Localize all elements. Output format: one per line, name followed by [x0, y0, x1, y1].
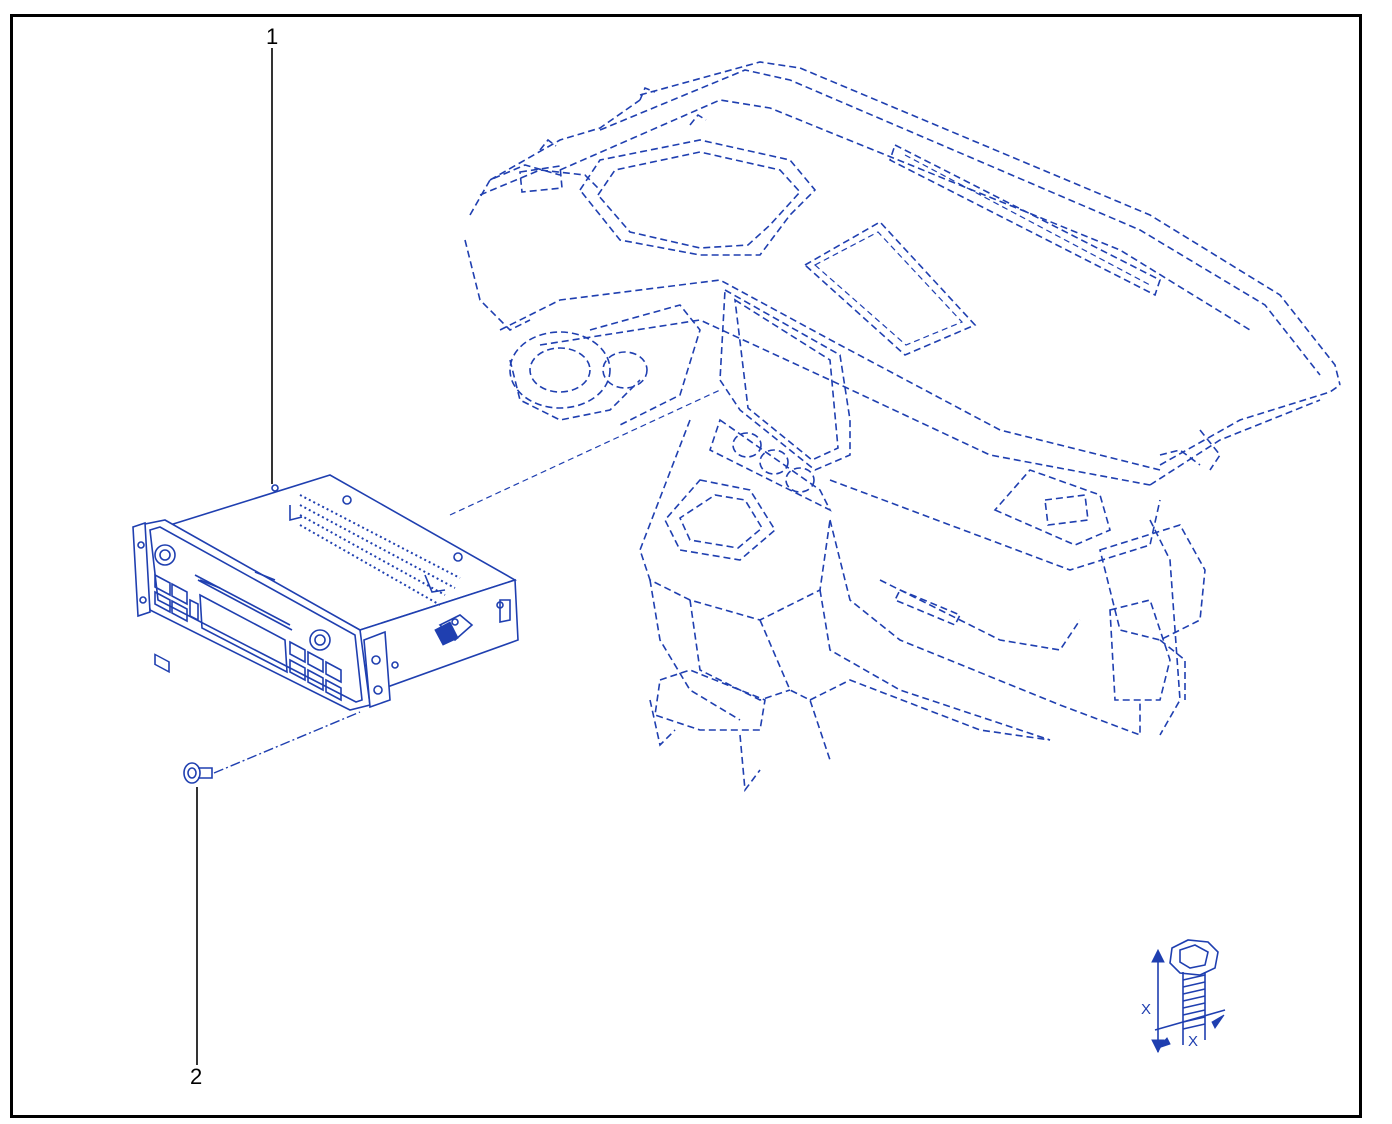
screw: [183, 762, 213, 784]
dashboard-outline: [464, 61, 1341, 793]
button-cluster-right: [289, 640, 342, 702]
screw-axis: [213, 711, 361, 774]
button-cluster-left: [154, 573, 199, 674]
thread-length-symbol: X X: [1141, 939, 1226, 1054]
callout-1: 1: [266, 24, 279, 49]
thread-label-x-horizontal: X: [1188, 1033, 1198, 1050]
install-path: [449, 389, 721, 516]
callout-2: 2: [190, 1064, 203, 1089]
radio-unit: [132, 474, 519, 711]
vent-perforations: [299, 494, 461, 606]
thread-label-x-vertical: X: [1141, 1001, 1151, 1018]
